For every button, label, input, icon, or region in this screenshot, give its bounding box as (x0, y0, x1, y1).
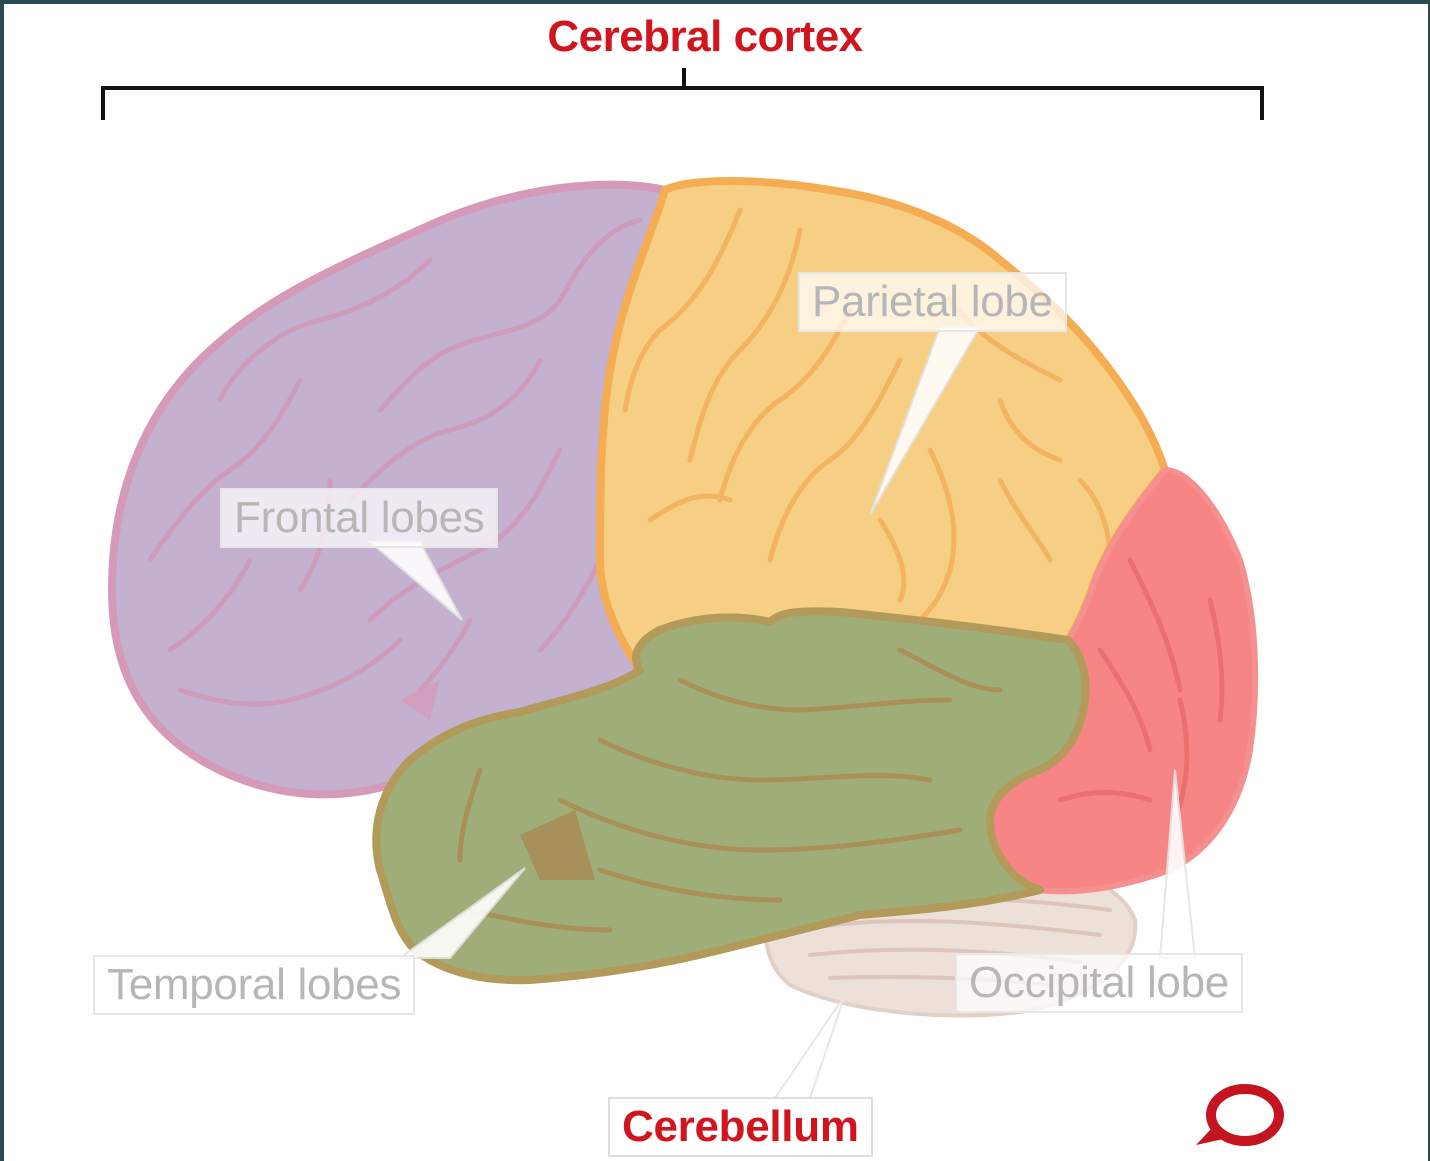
speech-bubble-logo-icon (1196, 1089, 1279, 1145)
temporal-lobes-label: Temporal lobes (93, 955, 415, 1015)
parietal-lobe-region (600, 181, 1165, 670)
parietal-lobe-label: Parietal lobe (798, 272, 1067, 332)
cerebellum-pointer (775, 995, 845, 1098)
diagram-title: Cerebral cortex (0, 12, 1410, 62)
cortex-bracket (103, 68, 1262, 120)
frontal-lobes-label: Frontal lobes (220, 488, 498, 548)
occipital-lobe-label: Occipital lobe (955, 953, 1243, 1013)
cerebellum-label: Cerebellum (608, 1097, 873, 1157)
